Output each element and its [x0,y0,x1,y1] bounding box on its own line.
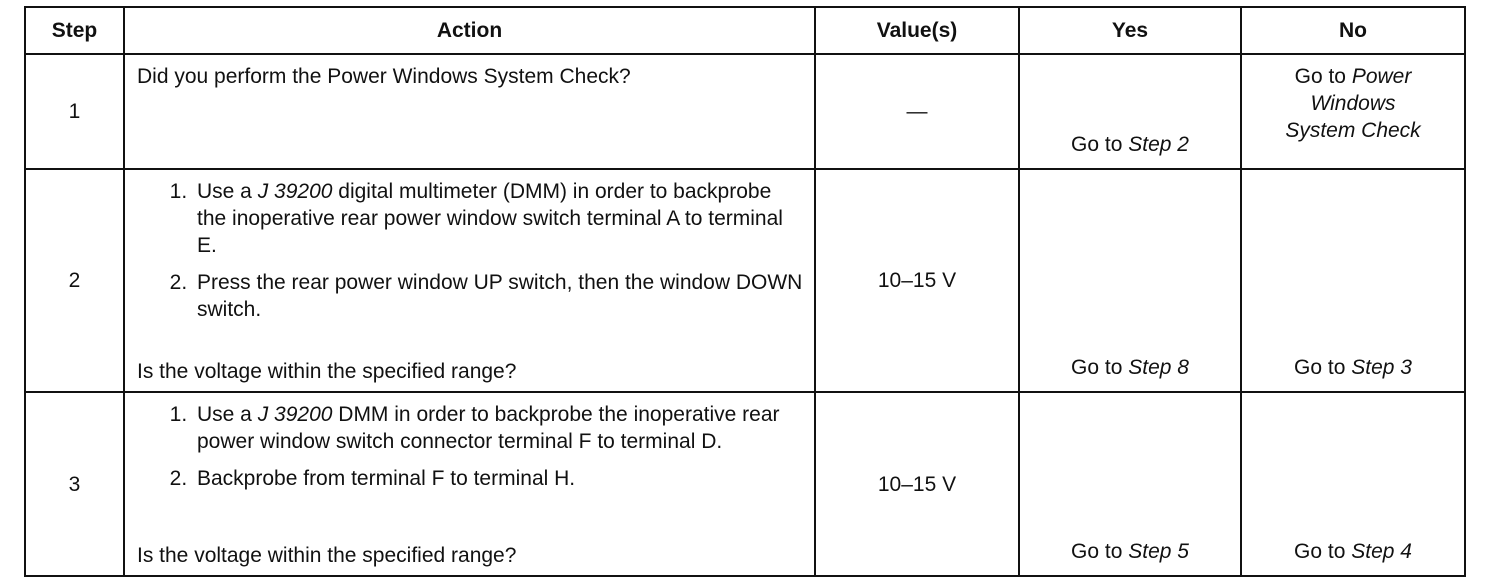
tool-reference: J 39200 [257,180,333,203]
no-cell: Go to Step 3 [1240,168,1466,393]
yes-prefix: Go to [1071,540,1129,563]
yes-cell: Go to Step 2 [1018,53,1242,170]
table-row: 3 Use a J 39200 DMM in order to backprob… [24,391,1466,577]
yes-prefix: Go to [1071,133,1129,156]
value-cell: 10–15 V [814,168,1020,393]
no-step-link: Step 4 [1351,540,1412,563]
step-number: 1 [24,53,125,170]
action-question: Did you perform the Power Windows System… [137,65,631,88]
action-cell: Use a J 39200 digital multimeter (DMM) i… [123,168,816,393]
diagnostic-table: Step Action Value(s) Yes No 1 Did you pe… [24,6,1466,577]
action-question: Is the voltage within the specified rang… [137,544,517,567]
action-step-item: Use a J 39200 digital multimeter (DMM) i… [193,178,804,259]
header-no: No [1240,6,1466,55]
no-prefix: Go to [1294,65,1352,88]
no-prefix: Go to [1294,356,1352,379]
yes-step-link: Step 2 [1128,133,1189,156]
step-number: 2 [24,168,125,393]
no-prefix: Go to [1294,540,1352,563]
header-step: Step [24,6,125,55]
action-cell: Use a J 39200 DMM in order to backprobe … [123,391,816,577]
action-step-item: Use a J 39200 DMM in order to backprobe … [193,401,804,455]
value-cell: — [814,53,1020,170]
header-values: Value(s) [814,6,1020,55]
yes-cell: Go to Step 5 [1018,391,1242,577]
action-steps-list: Use a J 39200 digital multimeter (DMM) i… [137,178,804,323]
no-target-line1: Power [1351,65,1412,88]
yes-step-link: Step 8 [1128,356,1189,379]
action-question: Is the voltage within the specified rang… [137,360,517,383]
yes-cell: Go to Step 8 [1018,168,1242,393]
yes-prefix: Go to [1071,356,1129,379]
action-steps-list: Use a J 39200 DMM in order to backprobe … [137,401,804,492]
tool-reference: J 39200 [257,403,333,426]
table-row: 1 Did you perform the Power Windows Syst… [24,53,1466,170]
action-cell: Did you perform the Power Windows System… [123,53,816,170]
header-row: Step Action Value(s) Yes No [24,6,1466,55]
action-step-item: Press the rear power window UP switch, t… [193,269,804,323]
no-step-link: Step 3 [1351,356,1412,379]
diagnostic-table-wrapper: Step Action Value(s) Yes No 1 Did you pe… [24,6,1466,577]
no-target-line2: Windows [1310,92,1396,115]
no-target-line3: System Check [1285,119,1421,142]
header-yes: Yes [1018,6,1242,55]
no-cell: Go to Step 4 [1240,391,1466,577]
value-cell: 10–15 V [814,391,1020,577]
yes-step-link: Step 5 [1128,540,1189,563]
step-number: 3 [24,391,125,577]
action-step-item: Backprobe from terminal F to terminal H. [193,465,804,492]
header-action: Action [123,6,816,55]
table-row: 2 Use a J 39200 digital multimeter (DMM)… [24,168,1466,393]
